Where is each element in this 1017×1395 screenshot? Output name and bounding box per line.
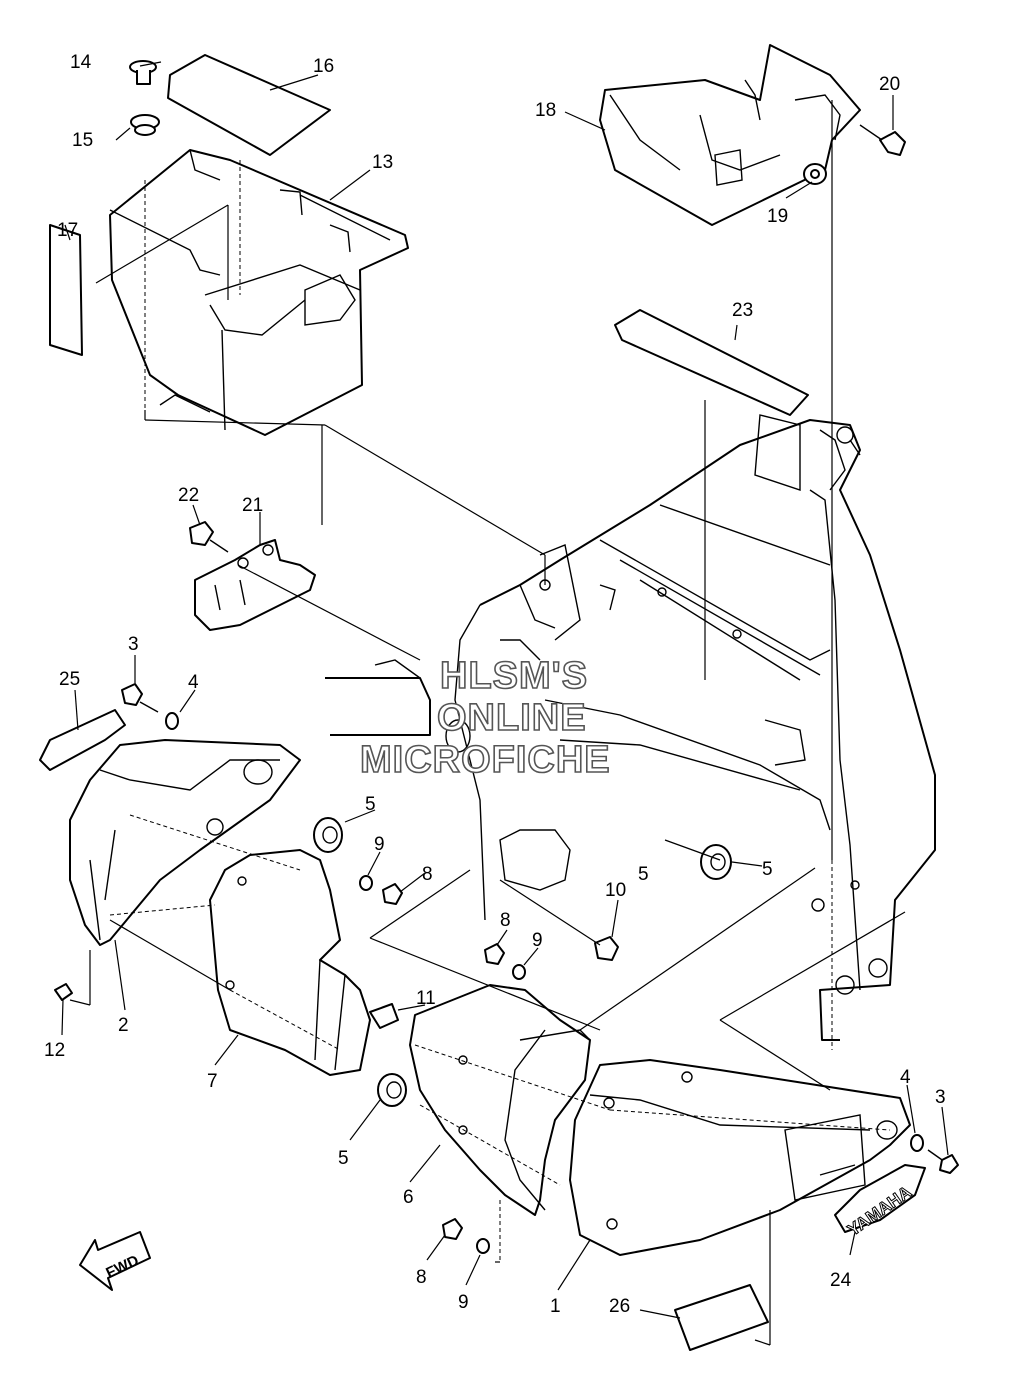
screw-8-a (382, 883, 403, 905)
bolt-3-left (121, 683, 159, 713)
washer-9-a (359, 875, 373, 891)
alignment-lines (69, 100, 906, 1346)
grommet-5-a (313, 817, 343, 853)
callout-8-c: 8 (416, 1267, 427, 1288)
callout-20: 20 (879, 74, 900, 95)
cover-1 (569, 1059, 911, 1256)
callout-17: 17 (57, 220, 78, 241)
callout-26: 26 (609, 1296, 630, 1317)
callout-8-b: 8 (500, 910, 511, 931)
watermark: HLSM'S ONLINE MICROFICHE (359, 654, 611, 782)
bolt-10 (594, 936, 619, 961)
callout-6: 6 (403, 1187, 414, 1208)
nut-19 (803, 163, 827, 185)
grommet-5-b (700, 844, 732, 880)
yamaha-emblem: YAMAHA (834, 1164, 926, 1240)
callout-10: 10 (605, 880, 626, 901)
washer-9-c (476, 1238, 490, 1254)
callout-9-a: 9 (374, 834, 385, 855)
cover-7 (209, 849, 371, 1076)
washer-9-b (512, 964, 526, 980)
bracket-21 (194, 539, 316, 631)
callout-13: 13 (372, 152, 393, 173)
callout-24: 24 (830, 1270, 852, 1291)
callout-numbers: 1 2 3 3 4 4 5 5 5 5 6 7 8 8 8 9 9 9 10 1… (44, 52, 946, 1317)
washer-4-left (165, 712, 179, 730)
callout-8-a: 8 (422, 864, 433, 885)
watermark-line-2: ONLINE (437, 697, 587, 739)
callout-9-b: 9 (532, 930, 543, 951)
watermark-line-1: HLSM'S (440, 655, 588, 697)
callout-5-c: 5 (338, 1148, 349, 1169)
washer-4-right (910, 1134, 924, 1152)
callout-19: 19 (767, 206, 788, 227)
callout-23: 23 (732, 300, 753, 321)
callout-2: 2 (118, 1015, 129, 1036)
callout-11: 11 (416, 988, 436, 1009)
callout-12: 12 (44, 1040, 65, 1061)
callout-4-right: 4 (900, 1067, 911, 1088)
callout-15: 15 (72, 130, 93, 151)
bolt-14 (129, 60, 157, 85)
watermark-line-3: MICROFICHE (360, 739, 611, 781)
battery-pad (167, 54, 331, 156)
label-26 (674, 1284, 769, 1351)
callout-25: 25 (59, 669, 80, 690)
pad-23 (614, 309, 809, 416)
collar-15 (130, 114, 160, 136)
callout-1: 1 (550, 1296, 561, 1317)
leader-lines (61, 61, 949, 1319)
screw-8-c (442, 1218, 463, 1240)
clip-11 (369, 1003, 399, 1029)
callout-21: 21 (242, 495, 263, 516)
callout-5-b: 5 (762, 859, 773, 880)
grommet-5-c (377, 1073, 407, 1107)
fwd-arrow: FWD (79, 1231, 151, 1291)
callout-22: 22 (178, 485, 199, 506)
screw-8-b (484, 943, 505, 965)
callout-7: 7 (207, 1071, 218, 1092)
battery-box (109, 149, 409, 436)
callout-14: 14 (70, 52, 92, 73)
callout-3-left: 3 (128, 634, 139, 655)
bolt-22 (189, 521, 229, 553)
clip-12 (54, 983, 73, 1001)
shaft (325, 659, 471, 753)
callout-5-d: 5 (638, 864, 649, 885)
side-pad (49, 224, 83, 356)
callout-3-right: 3 (935, 1087, 946, 1108)
bolt-20 (859, 124, 906, 156)
bolt-3-right (927, 1149, 959, 1174)
frame (454, 414, 936, 1041)
callout-9-c: 9 (458, 1292, 469, 1313)
callout-5-a: 5 (365, 794, 376, 815)
callout-16: 16 (313, 56, 334, 77)
callout-4-left: 4 (188, 672, 199, 693)
bracket-18 (599, 44, 861, 226)
callout-18: 18 (535, 100, 556, 121)
emblem-25 (39, 709, 126, 771)
side-cover-2 (69, 739, 301, 946)
cover-6 (409, 984, 591, 1216)
